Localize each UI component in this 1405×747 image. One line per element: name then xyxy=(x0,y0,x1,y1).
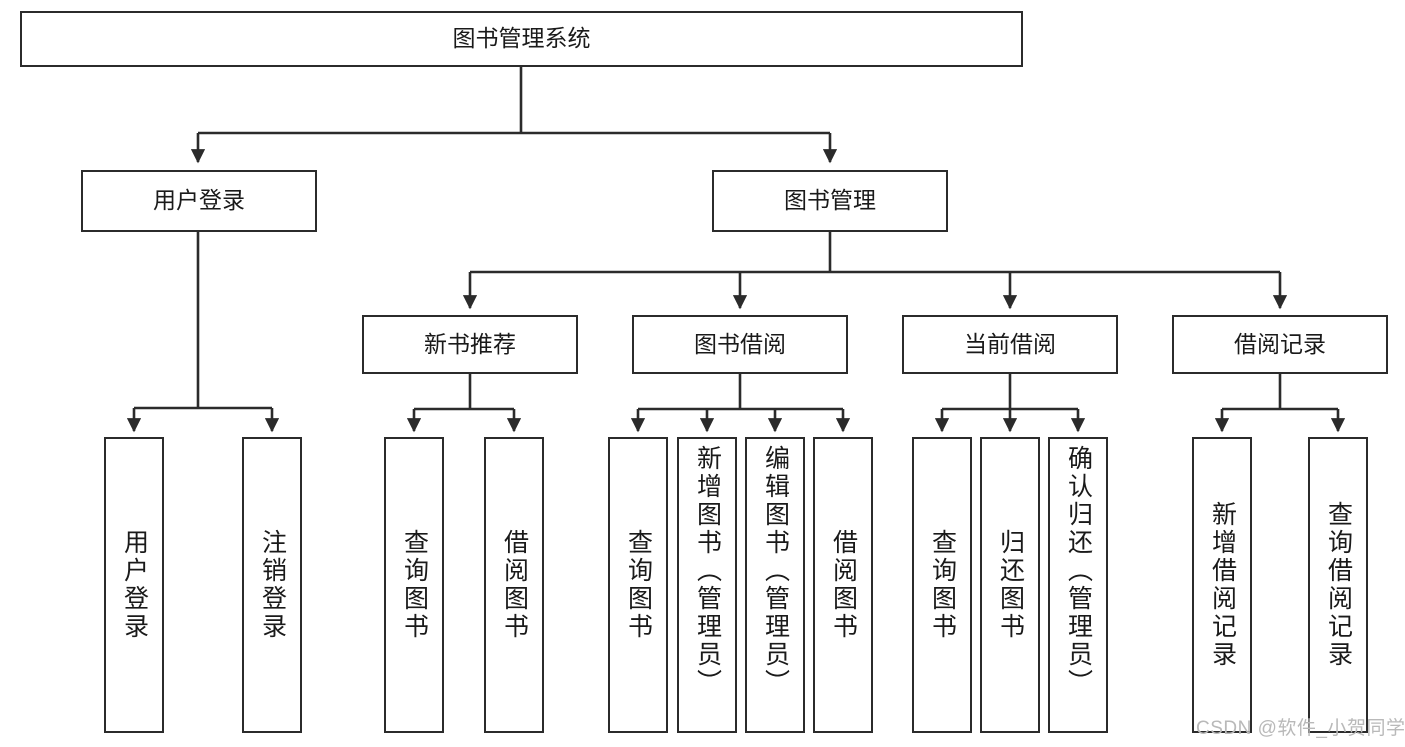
node-leaf-confirm-return-admin[interactable]: 确认归还（管理员） xyxy=(1048,437,1108,733)
node-label: 注销登录 xyxy=(258,529,287,641)
node-label: 图书管理系统 xyxy=(452,25,591,52)
node-label: 查询图书 xyxy=(928,529,957,641)
node-current-borrow[interactable]: 当前借阅 xyxy=(902,315,1118,374)
node-leaf-user-login[interactable]: 用户登录 xyxy=(104,437,164,733)
node-label: 借阅记录 xyxy=(1234,330,1326,357)
node-leaf-logout-login[interactable]: 注销登录 xyxy=(242,437,302,733)
node-label: 查询图书 xyxy=(624,529,653,641)
node-root-book-management-system[interactable]: 图书管理系统 xyxy=(20,11,1023,67)
node-label: 用户登录 xyxy=(153,187,245,214)
node-book-borrow[interactable]: 图书借阅 xyxy=(632,315,848,374)
node-leaf-query-book-3[interactable]: 查询图书 xyxy=(912,437,972,733)
node-leaf-add-borrow-record[interactable]: 新增借阅记录 xyxy=(1192,437,1252,733)
node-leaf-return-book[interactable]: 归还图书 xyxy=(980,437,1040,733)
node-label: 图书借阅 xyxy=(694,330,786,357)
node-leaf-query-book-2[interactable]: 查询图书 xyxy=(608,437,668,733)
node-label: 确认归还（管理员） xyxy=(1064,445,1093,697)
node-leaf-borrow-book-2[interactable]: 借阅图书 xyxy=(813,437,873,733)
node-book-manage[interactable]: 图书管理 xyxy=(712,170,948,232)
node-leaf-edit-book-admin[interactable]: 编辑图书（管理员） xyxy=(745,437,805,733)
node-label: 图书管理 xyxy=(784,187,876,214)
node-leaf-add-book-admin[interactable]: 新增图书（管理员） xyxy=(677,437,737,733)
node-label: 查询图书 xyxy=(400,529,429,641)
node-borrow-record[interactable]: 借阅记录 xyxy=(1172,315,1388,374)
node-user-login[interactable]: 用户登录 xyxy=(81,170,317,232)
node-leaf-query-book-1[interactable]: 查询图书 xyxy=(384,437,444,733)
node-label: 查询借阅记录 xyxy=(1324,501,1353,669)
node-label: 借阅图书 xyxy=(500,529,529,641)
node-label: 当前借阅 xyxy=(964,330,1056,357)
node-leaf-borrow-book-1[interactable]: 借阅图书 xyxy=(484,437,544,733)
csdn-watermark: CSDN @软件_小贺同学 xyxy=(1196,718,1405,739)
node-label: 新增借阅记录 xyxy=(1208,501,1237,669)
node-label: 新书推荐 xyxy=(424,330,516,357)
node-leaf-query-borrow-record[interactable]: 查询借阅记录 xyxy=(1308,437,1368,733)
node-label: 编辑图书（管理员） xyxy=(761,445,790,697)
node-label: 新增图书（管理员） xyxy=(693,445,722,697)
node-label: 归还图书 xyxy=(996,529,1025,641)
node-new-book-recommend[interactable]: 新书推荐 xyxy=(362,315,578,374)
node-label: 用户登录 xyxy=(120,529,149,641)
node-label: 借阅图书 xyxy=(829,529,858,641)
